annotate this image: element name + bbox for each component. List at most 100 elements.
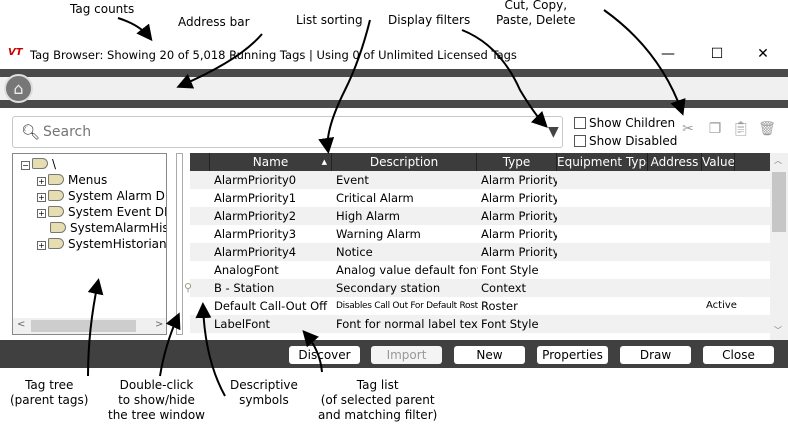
close-window-button[interactable]: ✕ [757, 46, 769, 62]
minimize-button[interactable]: — [661, 46, 675, 62]
show-children-label: Show Children [589, 116, 676, 130]
cell-description: Event [336, 173, 369, 187]
tree-root[interactable]: −\ [21, 157, 57, 171]
tree-item-system-alarm-db[interactable]: +System Alarm DB [37, 188, 167, 204]
cell-name: AlarmPriority3 [214, 227, 297, 241]
divider [0, 100, 788, 108]
tag-icon [48, 190, 64, 201]
annotation-tag-tree: Tag tree (parent tags) [10, 378, 89, 407]
cell-name: AlarmPriority4 [214, 245, 297, 259]
scroll-thumb[interactable] [31, 320, 136, 332]
search-input[interactable] [43, 121, 523, 143]
symbol-column-header [190, 153, 210, 171]
discover-button[interactable]: Discover [289, 346, 360, 364]
annotation-cut-copy-paste-delete: Cut, Copy, Paste, Delete [496, 0, 576, 27]
cell-description: Analog value default font [336, 263, 478, 277]
tree-splitter[interactable] [176, 153, 183, 335]
cell-type: Font Style [481, 263, 539, 277]
show-disabled-checkbox[interactable]: Show Disabled [574, 134, 734, 150]
cell-name: B - Station [214, 281, 275, 295]
column-header-equipment-type[interactable]: Equipment Type [557, 153, 648, 171]
annotation-tag-list: Tag list (of selected parent and matchin… [318, 378, 438, 422]
cell-description: Critical Alarm [336, 191, 414, 205]
cell-description: Secondary station [336, 281, 441, 295]
search-box[interactable]: 🔍︎ ▼ [12, 116, 563, 148]
tree-item-system-historian[interactable]: +SystemHistorian [37, 237, 167, 251]
cell-description: Notice [336, 245, 373, 259]
paste-icon[interactable]: 📋︎ [732, 121, 750, 137]
cell-value: Active [706, 300, 737, 311]
show-children-checkbox[interactable]: Show Children [574, 116, 734, 132]
trash-icon[interactable]: 🗑︎ [758, 121, 776, 137]
address-bar[interactable] [0, 77, 788, 100]
tag-icon [48, 174, 64, 185]
title-bar: VT Tag Browser: Showing 20 of 5,018 Runn… [0, 40, 788, 69]
cut-icon[interactable]: ✂ [682, 121, 694, 137]
scroll-up-icon[interactable]: ︿ [774, 156, 782, 165]
tree-item-system-event-db[interactable]: +System Event DB [37, 204, 166, 220]
annotation-descriptive-symbols: Descriptive symbols [230, 378, 298, 407]
search-icon: 🔍︎ [21, 123, 41, 141]
tree-item-label: SystemHistorian [68, 237, 167, 251]
properties-button[interactable]: Properties [537, 346, 608, 364]
tag-list: Name▲ Description Type Equipment Type Ad… [184, 153, 770, 340]
home-icon[interactable]: ⌂ [4, 74, 33, 103]
arrow [117, 17, 153, 42]
tag-icon [48, 238, 64, 249]
filter-icon[interactable]: ▼ [548, 124, 559, 140]
sort-ascending-icon: ▲ [321, 158, 327, 166]
table-row[interactable]: AlarmPriority2 High Alarm Alarm Priority [190, 207, 770, 225]
window-title: Tag Browser: Showing 20 of 5,018 Running… [30, 48, 517, 62]
cell-type: Alarm Priority [481, 227, 557, 241]
show-disabled-label: Show Disabled [589, 134, 678, 148]
import-button[interactable]: Import [371, 346, 442, 364]
close-button[interactable]: Close [703, 346, 774, 364]
tag-tree[interactable]: −\ +Menus +System Alarm DB +System Event… [12, 153, 167, 335]
column-header-type[interactable]: Type [477, 153, 557, 171]
scroll-thumb[interactable] [772, 172, 786, 232]
new-button[interactable]: New [454, 346, 525, 364]
cell-name: AlarmPriority2 [214, 209, 297, 223]
copy-icon[interactable]: ❐ [708, 121, 722, 137]
cell-type: Alarm Priority [481, 209, 557, 223]
scroll-down-icon[interactable]: ﹀ [774, 326, 782, 335]
checkbox[interactable] [574, 117, 586, 129]
annotation-display-filters: Display filters [388, 13, 471, 27]
column-header-name[interactable]: Name▲ [210, 153, 332, 171]
tree-item-label: Menus [68, 173, 108, 187]
app-logo: VT [8, 47, 23, 58]
table-row[interactable]: AlarmPriority4 Notice Alarm Priority [190, 243, 770, 261]
tree-item-system-alarm-history[interactable]: SystemAlarmHisto [50, 220, 166, 236]
cell-name: AnalogFont [214, 263, 279, 277]
divider [0, 69, 788, 77]
tree-item-label: SystemAlarmHisto [70, 221, 166, 235]
draw-button[interactable]: Draw [620, 346, 691, 364]
cell-name: LabelFont [214, 317, 271, 331]
column-header-value[interactable]: Value [702, 153, 735, 171]
tree-item-menus[interactable]: +Menus [37, 173, 108, 187]
cell-name: AlarmPriority1 [214, 191, 297, 205]
cell-description: High Alarm [336, 209, 400, 223]
cell-type: Alarm Priority [481, 245, 557, 259]
annotation-address-bar: Address bar [178, 15, 250, 29]
column-header-description[interactable]: Description [332, 153, 477, 171]
scroll-left-icon[interactable]: < [17, 319, 26, 330]
cell-description: Disables Call Out For Default Roster [336, 301, 478, 311]
column-header-filler [735, 153, 770, 171]
scroll-right-icon[interactable]: > [155, 319, 164, 330]
tree-horizontal-scrollbar[interactable]: < > [13, 318, 166, 334]
annotation-list-sorting: List sorting [296, 13, 363, 27]
tree-item-label: System Alarm DB [68, 189, 167, 203]
column-header-address[interactable]: Address [648, 153, 702, 171]
checkbox[interactable] [574, 135, 586, 147]
cell-type: Font Style [481, 317, 539, 331]
maximize-button[interactable]: ☐ [710, 46, 724, 62]
